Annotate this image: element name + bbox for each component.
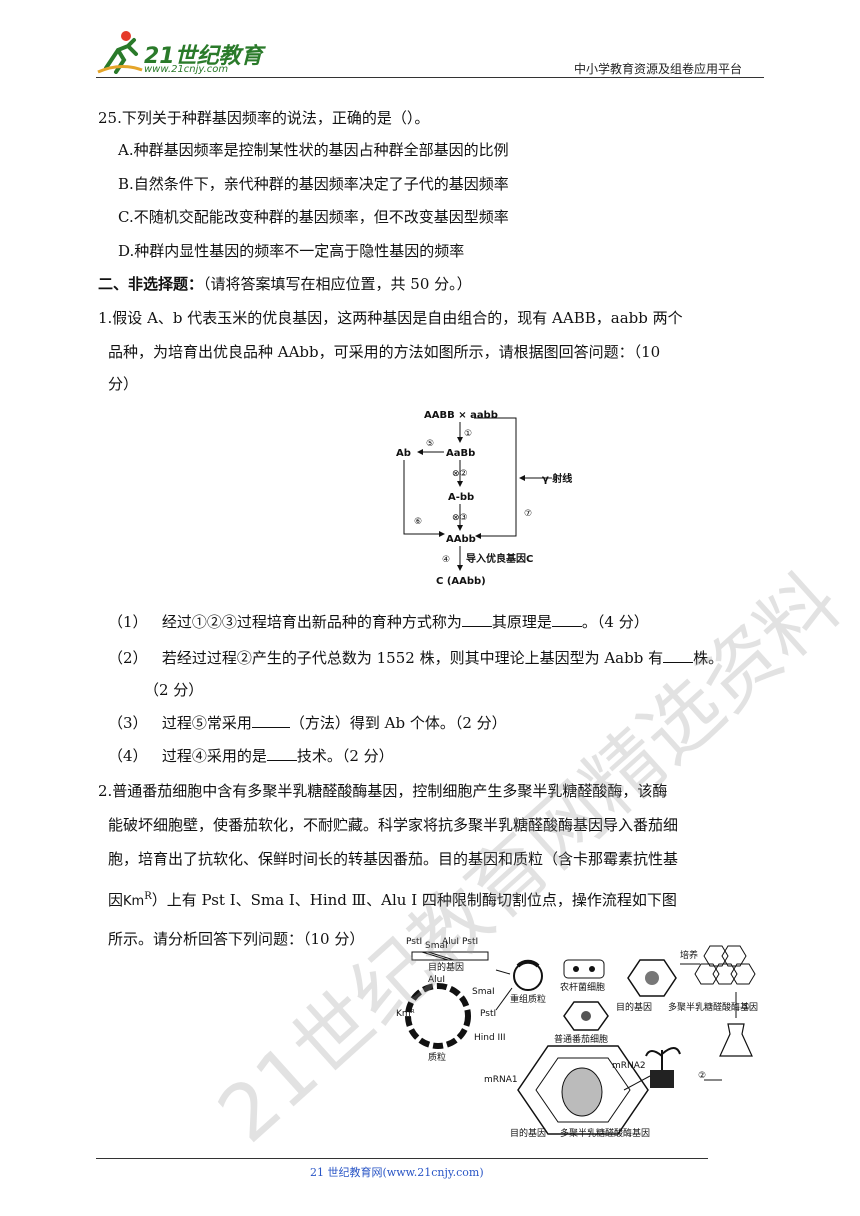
transgenic-diagram: PstI SmaI AluI PstI 目的基因 AluI SmaI PstI …: [396, 937, 758, 1139]
section-note: （请将答案填写在相应位置，共 50 分。）: [203, 275, 472, 293]
breeding-diagram: AABB × aabb ① AaBb ⑤ Ab ⊗② A-bb ⊗③ ⑥ γ 射…: [396, 410, 572, 587]
q1-sub2-score: （2 分）: [144, 681, 204, 699]
transformed-target-gene: 目的基因: [616, 1001, 652, 1013]
cell-pg-gene: 多聚半乳糖醛酸酶基因: [560, 1127, 650, 1139]
diagram-aabb-f1: AaBb: [446, 448, 475, 459]
platform-name: 中小学教育资源及组卷应用平台: [574, 62, 743, 76]
q2-line4-text-a: 因: [108, 891, 124, 909]
plasmid-psti: PstI: [480, 1009, 496, 1019]
header-divider: [96, 77, 764, 78]
q25-stem: 25.下列关于种群基因频率的说法，正确的是（）。: [98, 109, 430, 127]
dna-target-gene: 目的基因: [428, 961, 464, 973]
q1-stem-line1: 1.假设 A、b 代表玉米的优良基因，这两种基因是自由组合的，现有 AABB，a…: [98, 309, 683, 327]
q1-sub3-blank[interactable]: [251, 713, 290, 728]
q1-sub2: （2） 若经过过程②产生的子代总数为 1552 株，则其中理论上基因型为 Aab…: [108, 648, 723, 668]
plasmid-smai: SmaI: [472, 987, 495, 997]
q2-line5: 所示。请分析回答下列问题：（10 分）: [108, 930, 365, 948]
runner-logo-icon: [97, 31, 143, 74]
q1-sub1: （1） 经过①②③过程培育出新品种的育种方式称为 其原理是 。（4 分）: [108, 612, 649, 632]
q1-sub3: （3） 过程⑤常采用 （方法）得到 Ab 个体。（2 分）: [108, 713, 507, 733]
q1-sub1-number: （1）: [108, 613, 148, 631]
q2-line3: 胞，培育出了抗软化、保鲜时间长的转基因番茄。目的基因和质粒（含卡那霉素抗性基: [108, 850, 679, 868]
q2-line1: 2.普通番茄细胞中含有多聚半乳糖醛酸酶基因，控制细胞产生多聚半乳糖醛酸酶，该酶: [98, 782, 668, 800]
q2-line4-r: R: [144, 891, 152, 902]
logo-text: 21世纪教育: [144, 44, 263, 69]
section-title: 二、非选择题：: [98, 275, 204, 293]
q1-sub1-text-a: 经过①②③过程培育出新品种的育种方式称为: [161, 613, 462, 631]
q1-sub1-blank-1[interactable]: [461, 612, 492, 627]
diagram-step-5: ⑤: [426, 439, 434, 449]
callus-cells: [694, 945, 756, 985]
diagram-cross: AABB × aabb: [424, 410, 498, 421]
diagram-step-1: ①: [464, 429, 472, 439]
step-1-label: ①: [742, 1003, 750, 1013]
q1-sub4-blank[interactable]: [266, 746, 297, 761]
dna-smai-1: SmaI: [425, 941, 448, 951]
logo-url: www.21cnjy.com: [144, 64, 229, 75]
q1-sub4: （4） 过程④采用的是 技术。（2 分）: [108, 746, 394, 766]
cell-target-gene: 目的基因: [510, 1127, 546, 1139]
dna-psti-2: PstI: [462, 937, 478, 947]
q1-sub4-text-a: 过程④采用的是: [161, 747, 267, 765]
q25-option-d: D.种群内显性基因的频率不一定高于隐性基因的频率: [118, 242, 465, 260]
q1-sub4-text-b: 技术。（2 分）: [296, 747, 394, 765]
q1-sub2-text-a: 若经过过程②产生的子代总数为 1552 株，则其中理论上基因型为 Aabb 有: [161, 649, 664, 667]
q2-line4-text-b: ）上有 Pst Ⅰ、Sma Ⅰ、Hind Ⅲ、Alu Ⅰ 四种限制酶切割位点，操…: [151, 891, 677, 909]
header-logo: 21世纪教育 www.21cnjy.com: [96, 28, 266, 76]
q25-option-a: A.种群基因频率是控制某性状的基因占种群全部基因的比例: [118, 141, 509, 159]
q1-sub3-text-b: （方法）得到 Ab 个体。（2 分）: [289, 714, 507, 732]
plasmid-label: 质粒: [428, 1051, 446, 1063]
culture-label: 培养: [680, 949, 698, 961]
q25-option-b: B.自然条件下，亲代种群的基因频率决定了子代的基因频率: [118, 175, 509, 193]
q1-sub1-text-b: 其原理是: [491, 613, 552, 631]
diagram-step-3: ⊗③: [452, 513, 468, 523]
diagram-gamma-ray: γ 射线: [542, 472, 572, 485]
q1-sub2-text-b: 株。: [693, 649, 724, 667]
q1-sub4-number: （4）: [108, 747, 148, 765]
dna-alui-1: AluI: [442, 937, 459, 947]
q2-line2: 能破坏细胞壁，使番茄软化，不耐贮藏。科学家将抗多聚半乳糖醛酸酶基因导入番茄细: [108, 816, 679, 834]
diagram-step-7: ⑦: [524, 509, 532, 519]
diagram-step-6: ⑥: [414, 517, 422, 527]
agro-cell-label: 农杆菌细胞: [560, 981, 605, 993]
footer-text[interactable]: 21 世纪教育网(www.21cnjy.com): [310, 1166, 484, 1179]
diagram-step-2: ⊗②: [452, 469, 468, 479]
section-heading: 二、非选择题：（请将答案填写在相应位置，共 50 分。）: [98, 274, 472, 294]
q1-sub1-text-c: 。（4 分）: [581, 613, 649, 631]
diagram-result: C (AAbb): [436, 576, 486, 587]
mrna1-label: mRNA1: [484, 1075, 518, 1085]
q1-stem-line3: 分）: [108, 375, 139, 393]
diagram-import-gene: 导入优良基因C: [466, 552, 533, 565]
footer-divider: [96, 1158, 708, 1159]
q1-sub3-number: （3）: [108, 714, 148, 732]
tomato-cell-label: 普通番茄细胞: [554, 1033, 608, 1045]
diagram-step-4: ④: [442, 555, 450, 565]
plasmid-kmr: Kmᴿ: [396, 1009, 415, 1019]
q2-line4: 因KmR）上有 Pst Ⅰ、Sma Ⅰ、Hind Ⅲ、Alu Ⅰ 四种限制酶切割…: [108, 887, 677, 912]
q2-line4-km: Km: [123, 894, 145, 909]
step-2-label: ②: [698, 1071, 706, 1081]
mrna2-label: mRNA2: [612, 1061, 646, 1071]
dna-psti-1: PstI: [406, 937, 422, 947]
plasmid-hind: Hind III: [474, 1033, 506, 1043]
q25-option-c: C.不随机交配能改变种群的基因频率，但不改变基因型频率: [118, 208, 509, 226]
diagram-a-bb: A-bb: [448, 492, 474, 503]
plasmid-alui: AluI: [428, 975, 445, 985]
q1-sub2-blank[interactable]: [663, 648, 694, 663]
q1-sub1-blank-2[interactable]: [551, 612, 582, 627]
q1-sub2-number: （2）: [108, 649, 148, 667]
q1-stem-line2: 品种，为培育出优良品种 AAbb，可采用的方法如图所示，请根据图回答问题：（10: [108, 343, 661, 361]
recombinant-plasmid-label: 重组质粒: [510, 993, 546, 1005]
diagram-aabb-2: AAbb: [446, 534, 476, 545]
diagram-ab: Ab: [396, 448, 411, 459]
q1-sub3-text-a: 过程⑤常采用: [161, 714, 252, 732]
